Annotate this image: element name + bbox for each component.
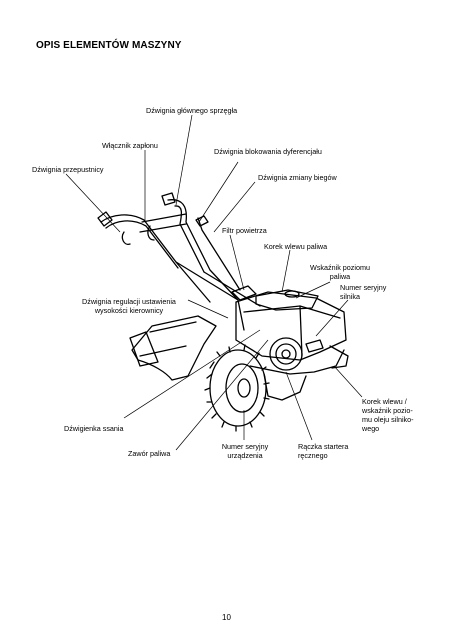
label-gear-lever: Dźwignia zmiany biegów	[258, 173, 337, 182]
label-handle-height-line2: wysokości kierownicy	[94, 306, 164, 315]
leader-engineserial	[315, 299, 349, 337]
label-oil-cap-line2: wskaźnik pozio-	[362, 406, 413, 415]
leader-oilcap	[333, 365, 363, 398]
label-engine-serial: Numer seryjny silnika	[340, 283, 386, 301]
leader-gear	[213, 181, 256, 233]
leader-fuelvalve	[175, 339, 269, 451]
right-handlebar	[167, 199, 239, 301]
label-starter-handle-line2: ręcznego	[298, 451, 328, 460]
label-fuel-gauge: Wskaźnik poziomu paliwa	[300, 263, 380, 281]
leader-fuelgauge	[295, 281, 331, 299]
label-device-serial-line2: urządzenia	[227, 451, 263, 460]
label-handle-height-line1: Dźwignia regulacji ustawienia	[82, 297, 176, 306]
label-oil-cap-line3: mu oleju silniko-	[362, 415, 414, 424]
label-oil-cap-line4: wego	[362, 424, 380, 433]
label-handle-height: Dźwignia regulacji ustawienia wysokości …	[70, 297, 188, 315]
label-starter-handle: Rączka startera ręcznego	[298, 442, 348, 460]
left-handlebar	[100, 214, 211, 303]
engine-block	[235, 291, 347, 361]
label-engine-serial-line1: Numer seryjny	[340, 283, 387, 292]
leader-throttle	[65, 173, 121, 233]
leader-handleheight	[187, 299, 229, 319]
leader-airfilter	[229, 234, 245, 291]
leader-fuelcap	[281, 249, 291, 293]
recoil-starter	[269, 337, 303, 371]
label-ignition-switch: Włącznik zapłonu	[102, 141, 158, 150]
tine-cover	[131, 315, 217, 381]
label-starter-handle-line1: Rączka startera	[298, 442, 349, 451]
label-engine-serial-line2: silnika	[340, 292, 360, 301]
label-fuel-gauge-line1: Wskaźnik poziomu	[310, 263, 370, 272]
label-device-serial: Numer seryjny urządzenia	[220, 442, 270, 460]
leader-difflock	[198, 161, 239, 223]
label-fuel-gauge-line2: paliwa	[329, 272, 351, 281]
label-device-serial-line1: Numer seryjny	[221, 442, 269, 451]
leader-clutch	[175, 114, 193, 206]
label-oil-cap-line1: Korek wlewu /	[362, 397, 407, 406]
label-diff-lock-lever: Dźwignia blokowania dyferencjału	[214, 147, 322, 156]
page-number: 10	[222, 613, 231, 622]
label-oil-cap: Korek wlewu / wskaźnik pozio- mu oleju s…	[362, 397, 414, 433]
label-fuel-valve: Zawór paliwa	[128, 449, 171, 458]
label-air-filter: Filtr powietrza	[222, 226, 267, 235]
label-throttle-lever: Dźwignia przepustnicy	[32, 165, 104, 174]
label-clutch-lever: Dźwignia głównego sprzęgła	[146, 106, 238, 115]
leader-starter	[285, 371, 313, 441]
page-title: OPIS ELEMENTÓW MASZYNY	[36, 40, 182, 51]
fuel-tank	[255, 289, 319, 311]
label-choke-lever: Dźwigienka ssania	[64, 424, 124, 433]
leader-choke	[123, 329, 261, 419]
label-fuel-cap: Korek wlewu paliwa	[264, 242, 328, 251]
